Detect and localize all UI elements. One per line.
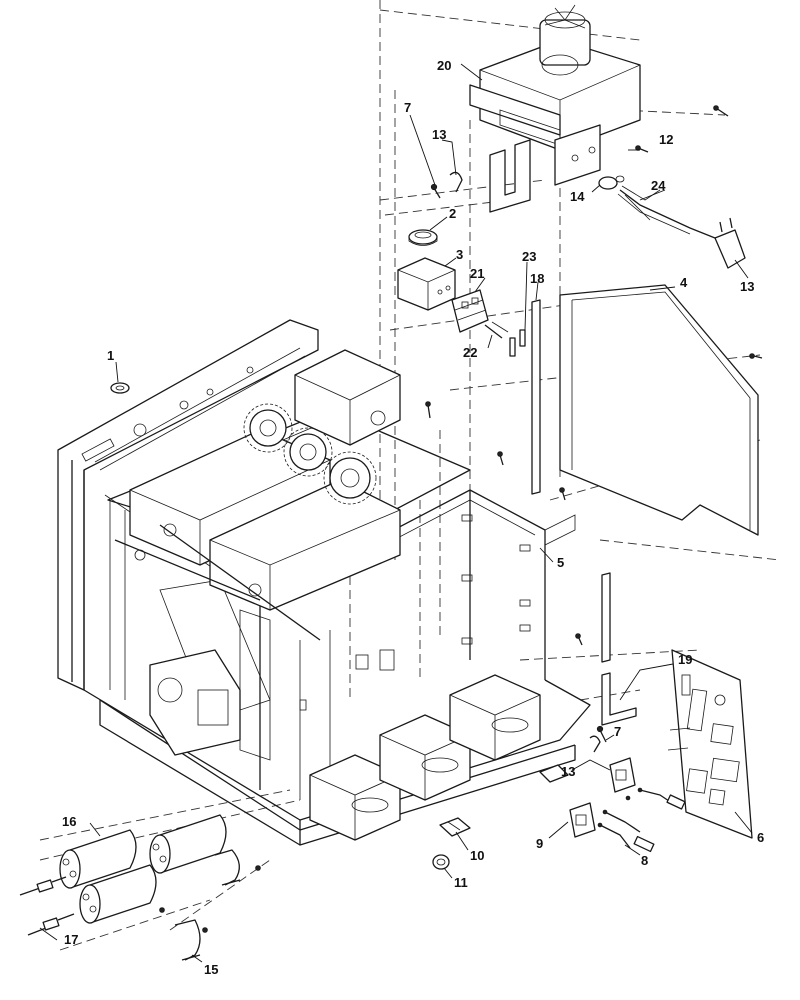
part-18-strip: [531, 299, 541, 495]
callout-14: 14: [570, 189, 585, 204]
part-23-fuses: [509, 329, 526, 357]
callout-10: 10: [470, 848, 484, 863]
part-3-relay: [397, 257, 456, 311]
part-6-control-board: [667, 649, 753, 839]
callout-1: 1: [107, 348, 114, 363]
callout-13-bottom: 13: [561, 764, 575, 779]
part-8-connector-leads: [597, 787, 686, 853]
callout-7-bottom: 7: [614, 724, 621, 739]
callout-5: 5: [557, 555, 564, 570]
part-16-capacitors: [59, 814, 227, 924]
part-10b-clamp-right: [539, 764, 569, 783]
callout-11: 11: [454, 875, 468, 890]
callout-2: 2: [449, 206, 456, 221]
callout-22: 22: [463, 345, 477, 360]
callout-16: 16: [62, 814, 76, 829]
part-20-fan-motor: [469, 4, 641, 213]
part-7-screw-top: [430, 183, 441, 199]
part-13-plug: [714, 217, 746, 269]
part-24-power-cord: [617, 185, 721, 241]
part-5-wall-panel: [544, 514, 576, 546]
part-15-capacitor-brackets: [159, 849, 261, 961]
part-22-wire: [484, 321, 509, 339]
callout-3: 3: [456, 247, 463, 262]
callout-18: 18: [530, 271, 544, 286]
callout-labels: 1 2 3 4 5 6 7 7 8 9 10 11 12 13 13 13 14…: [62, 58, 764, 977]
part-11-bushing: [432, 854, 450, 870]
magnetron-assemblies: [114, 349, 401, 641]
screws-top: [425, 105, 763, 646]
callout-9: 9: [536, 836, 543, 851]
callout-19: 19: [678, 652, 692, 667]
leader-lines: [39, 63, 753, 963]
callout-24: 24: [651, 178, 666, 193]
part-19-angle-strips: [601, 572, 637, 726]
callout-17: 17: [64, 932, 78, 947]
part-17-diodes: [19, 876, 75, 936]
callout-13-top: 13: [432, 127, 446, 142]
part-2-thermostat: [408, 229, 438, 246]
part-13-clip-bottom: [589, 735, 601, 753]
callout-4: 4: [680, 275, 688, 290]
callout-12: 12: [659, 132, 673, 147]
callout-8: 8: [641, 853, 648, 868]
part-7-screw-bottom: [596, 725, 607, 743]
part-1-grommet: [110, 382, 130, 394]
main-cabinet: [57, 319, 591, 846]
part-13-clip-top: [449, 171, 463, 193]
callout-20: 20: [437, 58, 451, 73]
part-21-terminal-block: [451, 289, 489, 333]
callout-6: 6: [757, 830, 764, 845]
part-9-receptacles: [569, 757, 636, 838]
callout-13-plug: 13: [740, 279, 754, 294]
part-4-cover-panel: [559, 284, 759, 536]
transformers: [149, 649, 541, 841]
callout-15: 15: [204, 962, 218, 977]
part-10-clamp: [439, 817, 471, 837]
callout-21: 21: [470, 266, 484, 281]
callout-7-top: 7: [404, 100, 411, 115]
callout-23: 23: [522, 249, 536, 264]
part-14-strain-relief: [598, 175, 625, 190]
